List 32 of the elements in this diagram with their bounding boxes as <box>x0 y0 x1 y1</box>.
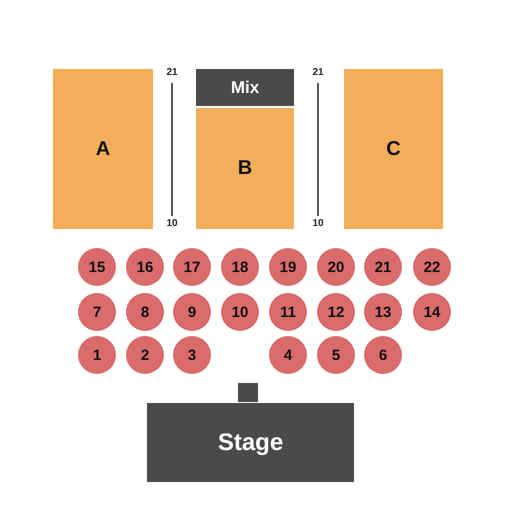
table-circle: 20 <box>317 248 355 286</box>
stage-step-block <box>238 383 258 402</box>
row-number: 21 <box>312 68 324 78</box>
table-circle: 9 <box>173 293 211 331</box>
table-circle: 14 <box>413 293 451 331</box>
table-circle: 13 <box>364 293 402 331</box>
table-circle: 15 <box>78 248 116 286</box>
table-circle: 3 <box>173 336 211 374</box>
row-number: 21 <box>166 68 178 78</box>
table-circle: 19 <box>269 248 307 286</box>
row-number: 10 <box>312 219 324 229</box>
table-circle: 10 <box>221 293 259 331</box>
mix-position: Mix <box>196 69 294 106</box>
table-circle: 7 <box>78 293 116 331</box>
table-circle: 2 <box>126 336 164 374</box>
table-circle: 4 <box>269 336 307 374</box>
table-circle: 21 <box>364 248 402 286</box>
row-number: 10 <box>166 219 178 229</box>
table-circle: 8 <box>126 293 164 331</box>
table-circle: 5 <box>317 336 355 374</box>
table-circle: 1 <box>78 336 116 374</box>
seating-section: C <box>344 69 443 229</box>
stage-platform: Stage <box>147 403 354 482</box>
table-circle: 18 <box>221 248 259 286</box>
seating-section: B <box>196 108 294 229</box>
table-circle: 22 <box>413 248 451 286</box>
table-circle: 17 <box>173 248 211 286</box>
seating-section: A <box>53 69 153 229</box>
table-circle: 11 <box>269 293 307 331</box>
table-circle: 16 <box>126 248 164 286</box>
table-circle: 6 <box>364 336 402 374</box>
table-circle: 12 <box>317 293 355 331</box>
